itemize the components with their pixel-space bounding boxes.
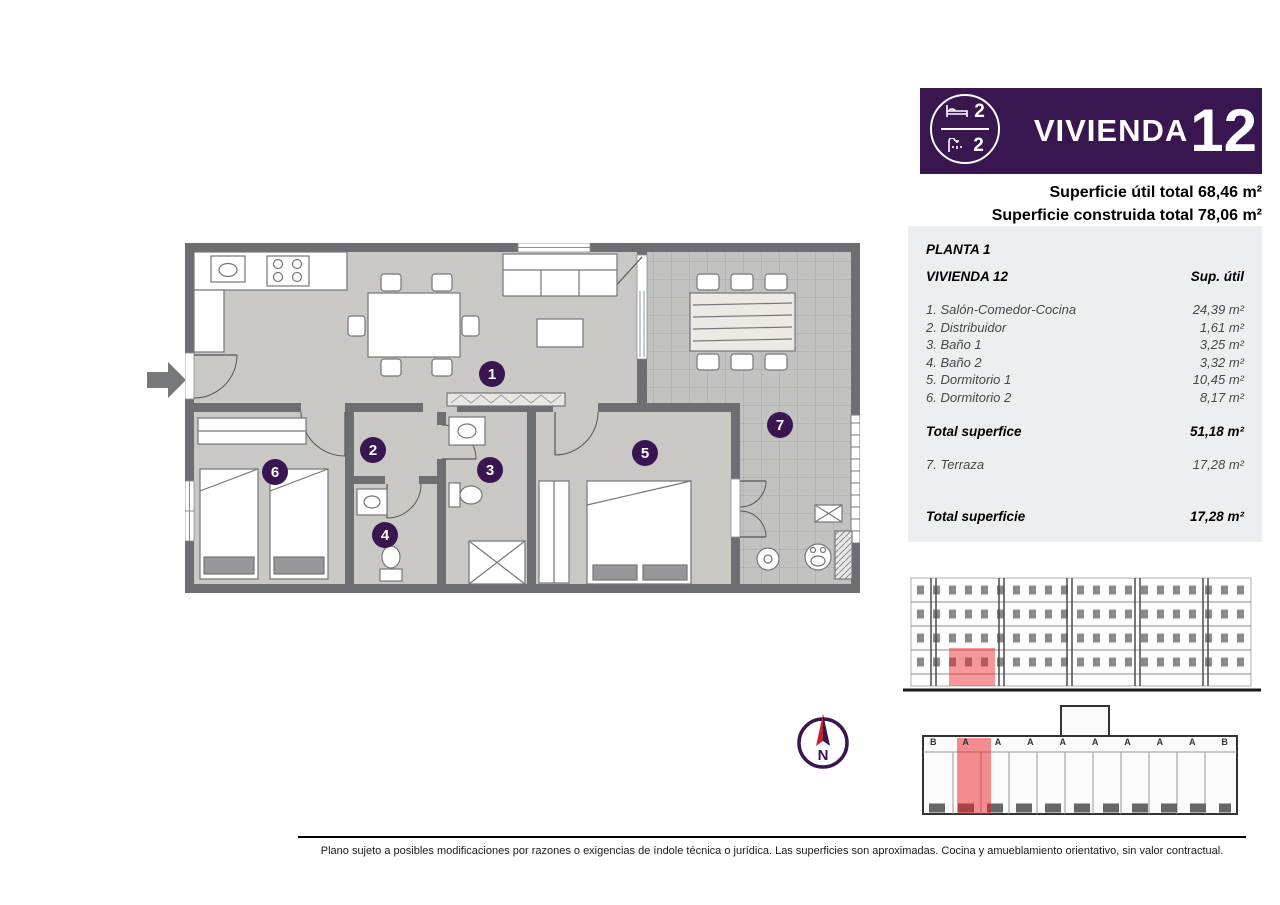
- planta-label: PLANTA 1: [926, 242, 991, 257]
- elevation-unit-highlight: [949, 648, 995, 686]
- room-number-5: 5: [632, 440, 658, 466]
- total-superficie-row: Total superfice 51,18 m²: [926, 424, 1244, 439]
- table-row: 3. Baño 1 3,25 m²: [926, 336, 1244, 354]
- row-label: 6. Dormitorio 2: [926, 389, 1012, 405]
- block-letter: A: [1189, 737, 1196, 747]
- total-label: Total superfice: [926, 424, 1022, 439]
- block-letter: A: [1027, 737, 1034, 747]
- areas-table: PLANTA 1 VIVIENDA 12 Sup. útil 1. Salón-…: [908, 226, 1262, 542]
- bedrooms-count: 2: [974, 101, 985, 122]
- north-compass: N: [793, 710, 853, 777]
- block-letter: A: [1091, 737, 1099, 747]
- table-row: 4. Baño 2 3,32 m²: [926, 354, 1244, 372]
- compass-needle-dark: [823, 714, 830, 746]
- building-elevation: [903, 566, 1261, 709]
- table-header-left: VIVIENDA 12: [926, 269, 1009, 284]
- row-label: 3. Baño 1: [926, 337, 982, 352]
- footer-divider: [298, 836, 1246, 838]
- surface-summary: Superficie útil total 68,46 m² Superfici…: [992, 181, 1262, 227]
- block-letter: B: [1221, 737, 1228, 747]
- bed-icon: [946, 105, 969, 117]
- bathrooms-count: 2: [973, 135, 984, 156]
- table-row: 5. Dormitorio 1 10,45 m²: [926, 371, 1244, 389]
- north-label: N: [818, 747, 829, 764]
- siteplan-block-letters: B A A A A A A A A B: [930, 737, 1228, 747]
- row-label: 5. Dormitorio 1: [926, 372, 1012, 387]
- total-terraza-row: Total superficie 17,28 m²: [926, 509, 1244, 524]
- disclaimer-text: Plano sujeto a posibles modificaciones p…: [320, 845, 1224, 857]
- row-value: 3,25 m²: [1199, 337, 1244, 352]
- badge-title: VIVIENDA: [1033, 113, 1189, 148]
- room-number-1: 1: [479, 361, 505, 387]
- circle-divider: [941, 128, 989, 130]
- badge-unit-number: 12: [1190, 97, 1257, 164]
- table-row: 1. Salón-Comedor-Cocina 24,39 m²: [926, 301, 1244, 319]
- terraza-value: 17,28 m²: [1192, 457, 1244, 472]
- block-letter: A: [1156, 737, 1164, 747]
- table-row: 2. Distribuidor 1,61 m²: [926, 319, 1244, 337]
- site-plan: [915, 700, 1245, 835]
- block-letter: B: [930, 737, 937, 747]
- surface-util-total: Superficie útil total 68,46 m²: [1049, 184, 1263, 201]
- row-value: 24,39 m²: [1192, 302, 1244, 317]
- surface-construida-total: Superficie construida total 78,06 m²: [991, 207, 1262, 224]
- row-value: 10,45 m²: [1192, 372, 1244, 387]
- floor-plan: 1 2 3 4 5 6 7: [184, 242, 861, 598]
- row-value: 3,32 m²: [1199, 354, 1244, 370]
- table-row: 6. Dormitorio 2 8,17 m²: [926, 389, 1244, 407]
- bedrooms-feature: 2: [932, 96, 998, 128]
- unit-features-circle: 2 2: [930, 94, 1000, 164]
- row-value: 8,17 m²: [1199, 389, 1244, 405]
- room-number-7: 7: [767, 412, 793, 438]
- room-number-4: 4: [372, 522, 398, 548]
- shower-icon: [948, 138, 963, 152]
- terraza-label: 7. Terraza: [926, 457, 985, 472]
- table-header-right: Sup. útil: [1190, 269, 1244, 284]
- entrance-arrow-icon: [147, 360, 187, 405]
- total2-label: Total superficie: [926, 508, 1026, 524]
- total2-value: 17,28 m²: [1189, 508, 1244, 524]
- row-label: 1. Salón-Comedor-Cocina: [926, 302, 1077, 317]
- total-value: 51,18 m²: [1189, 424, 1244, 439]
- row-value: 1,61 m²: [1199, 319, 1244, 335]
- compass-needle-red: [816, 714, 823, 746]
- siteplan-unit-highlight: [957, 738, 991, 814]
- block-letter: A: [1059, 737, 1067, 747]
- row-label: 4. Baño 2: [926, 354, 982, 370]
- room-number-2: 2: [360, 437, 386, 463]
- block-letter: A: [994, 737, 1002, 747]
- vivienda-badge: 2 2 VIVIENDA 12: [920, 88, 1262, 174]
- room-number-3: 3: [477, 457, 503, 483]
- table-header: VIVIENDA 12 Sup. útil: [926, 269, 1244, 284]
- block-letter: A: [1124, 737, 1131, 747]
- floor-plan-drawing: [184, 242, 861, 593]
- row-label: 2. Distribuidor: [926, 319, 1007, 335]
- block-letter: A: [962, 737, 969, 747]
- terraza-row: 7. Terraza 17,28 m²: [926, 456, 1244, 474]
- room-number-6: 6: [262, 459, 288, 485]
- bathrooms-feature: 2: [932, 130, 998, 162]
